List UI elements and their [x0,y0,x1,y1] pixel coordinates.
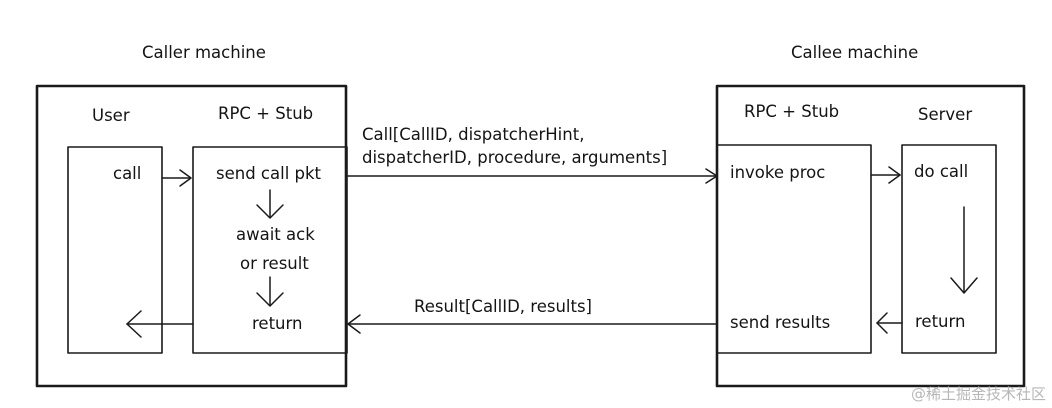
return-to-user-arrow [126,310,194,338]
user-box [67,146,163,354]
or-result-label: or result [240,254,309,273]
do-call-arrow [950,206,978,294]
server-return-label: return [915,312,966,331]
caller-return-label: return [252,314,303,333]
callee-stub-box [716,144,872,354]
caller-machine-box [35,84,348,388]
call-message-arrow [346,168,718,184]
await-arrow [256,189,284,219]
user-call-label: call [113,164,142,183]
server-return-arrow [876,312,903,334]
invoke-arrow [870,166,901,184]
callee-stub-label: RPC + Stub [744,102,840,121]
result-message-arrow [347,314,718,334]
user-label: User [92,106,130,125]
caller-stub-label: RPC + Stub [218,104,314,123]
callee-machine-title: Callee machine [791,43,919,62]
result-message-label: Result[CallID, results] [414,297,592,316]
await-ack-label: await ack [236,225,315,244]
invoke-proc-label: invoke proc [730,163,826,182]
caller-machine-title: Caller machine [142,43,266,62]
call-message-line2: dispatcherID, procedure, arguments] [362,148,668,167]
server-box [901,144,997,354]
do-call-label: do call [914,162,969,181]
server-label: Server [918,105,973,124]
return-arrow [256,276,284,307]
caller-stub-box [192,146,348,354]
send-results-label: send results [730,313,831,332]
call-message-line1: Call[CallID, dispatcherHint, [362,125,585,144]
send-call-label: send call pkt [216,164,322,183]
watermark: @稀土掘金技术社区 [910,385,1046,403]
call-arrow [161,169,192,187]
